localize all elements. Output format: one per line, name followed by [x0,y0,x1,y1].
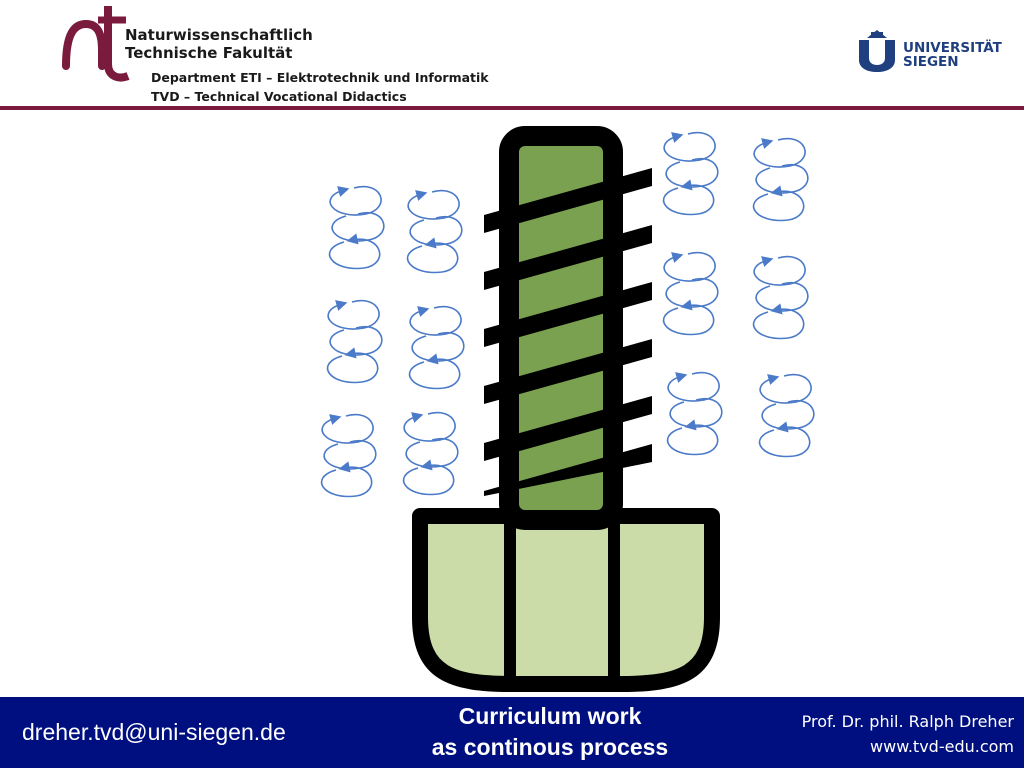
screw-thread-3 [484,282,652,347]
loop-cluster-left-6 [402,411,459,496]
loop-cluster-right-6 [758,373,815,458]
university-logo-icon [859,30,895,72]
university-name-line1: UNIVERSITÄT [903,40,1002,56]
header-divider [0,106,1024,110]
faculty-logo-icon [62,6,130,82]
loop-cluster-right-1 [662,131,719,216]
slide-caption: Curriculum work as continous process [400,701,700,763]
loop-cluster-left-3 [326,299,383,384]
contact-email-link[interactable]: dreher.tvd@uni-siegen.de [22,719,286,745]
screw-thread-4 [484,339,652,404]
loop-cluster-left-1 [328,185,385,270]
author-info: Prof. Dr. phil. Ralph Dreher www.tvd-edu… [802,709,1014,759]
department-line1: Department ETI – Elektrotechnik und Info… [151,70,489,85]
screw-thread-6 [484,444,652,496]
loop-cluster-left-5 [320,413,377,498]
author-name: Prof. Dr. phil. Ralph Dreher [801,712,1014,731]
screw-thread-2 [484,225,652,290]
screw-thread-1 [484,168,652,233]
screw-thread-5 [484,396,652,461]
loop-cluster-right-4 [752,255,809,340]
loop-cluster-right-2 [752,137,809,222]
website-link[interactable]: www.tvd-edu.com [870,737,1014,756]
faculty-name-line1: Naturwissenschaftlich [125,26,313,44]
footer: dreher.tvd@uni-siegen.de Curriculum work… [0,697,1024,768]
department-line2: TVD – Technical Vocational Didactics [151,89,407,104]
faculty-name: Naturwissenschaftlich Technische Fakultä… [125,26,313,62]
university-name-line2: SIEGEN [903,54,959,70]
loop-cluster-left-2 [406,189,463,274]
loop-cluster-left-4 [408,305,465,390]
screw-head [412,508,720,692]
university-name: UNIVERSITÄT SIEGEN [903,41,1002,69]
header: Naturwissenschaftlich Technische Fakultä… [0,0,1024,112]
caption-line2: as continous process [431,734,669,760]
department-info: Department ETI – Elektrotechnik und Info… [151,68,489,106]
loop-cluster-right-3 [662,251,719,336]
loop-cluster-right-5 [666,371,723,456]
faculty-name-line2: Technische Fakultät [125,44,293,62]
caption-line1: Curriculum work [458,703,642,729]
curriculum-screw-diagram [320,126,815,692]
